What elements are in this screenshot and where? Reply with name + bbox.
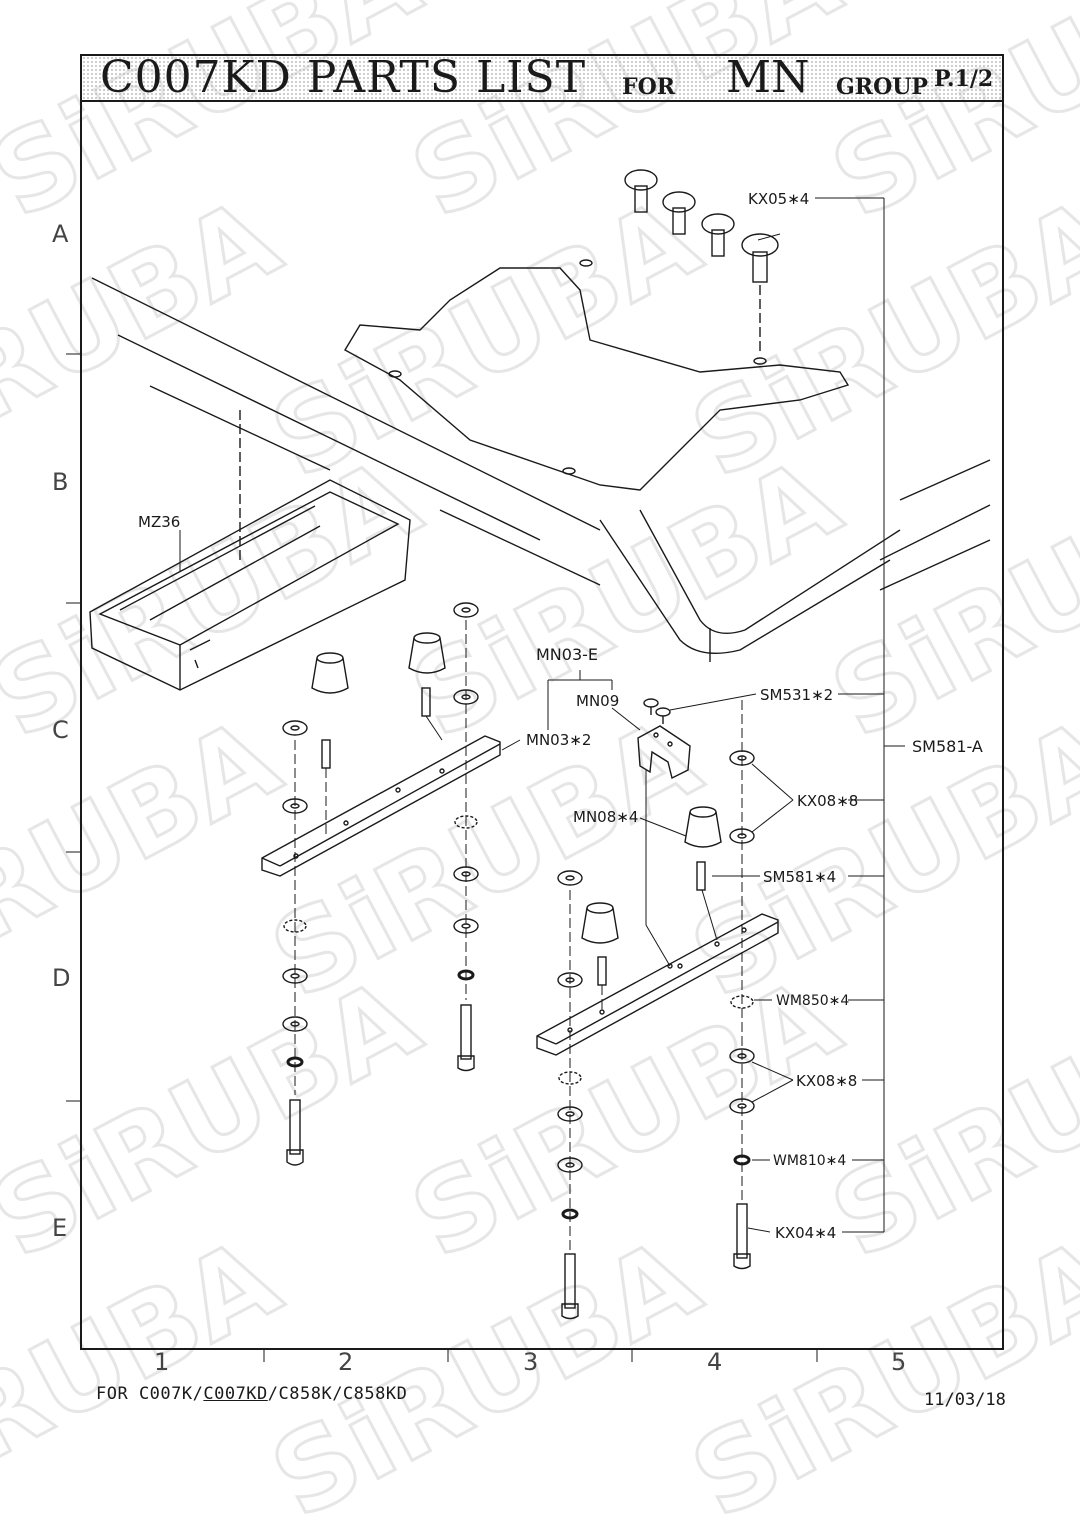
callout-mz36: MZ36 — [138, 513, 180, 531]
grid-col-3: 3 — [523, 1348, 539, 1376]
drawer-tray-mz36 — [89, 479, 411, 691]
grid-col-2: 2 — [338, 1348, 354, 1376]
rubber-cushions-mn08 — [311, 632, 722, 944]
grid-col-4: 4 — [707, 1348, 723, 1376]
callout-kx04: KX04∗4 — [775, 1224, 836, 1242]
callout-kx05: KX05∗4 — [748, 190, 809, 208]
title-group-label: GROUP — [836, 74, 928, 100]
footer-models: FOR C007K/C007KD/C858K/C858KD — [96, 1384, 407, 1404]
callout-wm810: WM810∗4 — [773, 1153, 846, 1169]
footer-date: 11/03/18 — [924, 1390, 1006, 1410]
washer-stack-col1 — [282, 720, 327, 1166]
callout-wm850: WM850∗4 — [776, 993, 849, 1009]
footer-models-suffix: /C858K/C858KD — [267, 1384, 408, 1404]
table-top-outline — [91, 259, 991, 662]
washer-stack-col3 — [557, 870, 603, 1320]
callout-sm581a: SM581-A — [912, 737, 983, 756]
callout-kx08-top: KX08∗8 — [797, 792, 858, 810]
bracket-mn09 — [637, 698, 691, 780]
callout-kx08-bottom: KX08∗8 — [796, 1072, 857, 1090]
group-code: MN — [726, 52, 810, 103]
washer-stack-col2 — [425, 602, 479, 1072]
callout-sm531: SM531∗2 — [760, 686, 833, 704]
page-number: P.1/2 — [934, 66, 994, 92]
grid-row-d: D — [52, 964, 71, 992]
title-for-label: FOR — [622, 74, 676, 100]
mounting-rail-left — [261, 735, 501, 877]
callout-mn08: MN08∗4 — [573, 808, 638, 826]
drawing-frame — [80, 102, 1004, 1350]
footer-models-current: C007KD — [203, 1384, 268, 1404]
callout-mn03: MN03∗2 — [526, 731, 591, 749]
grid-ticks — [66, 353, 818, 1362]
washer-stack-col4 — [645, 700, 755, 1270]
leader-lines — [179, 197, 905, 1233]
grid-col-5: 5 — [891, 1348, 907, 1376]
grid-row-b: B — [52, 468, 69, 496]
footer-models-prefix: FOR C007K/ — [96, 1384, 204, 1404]
callout-sm581: SM581∗4 — [763, 868, 836, 886]
callout-mn03e: MN03-E — [536, 645, 598, 664]
grid-row-e: E — [52, 1214, 68, 1242]
peg-screws-kx05 — [624, 169, 779, 355]
grid-row-c: C — [52, 716, 69, 744]
grid-col-1: 1 — [154, 1348, 170, 1376]
page-title: C007KD PARTS LIST — [100, 52, 587, 103]
grid-row-a: A — [52, 220, 69, 248]
mounting-rail-right — [536, 913, 779, 1056]
callout-mn09: MN09 — [576, 692, 619, 710]
title-bar — [80, 54, 1004, 102]
